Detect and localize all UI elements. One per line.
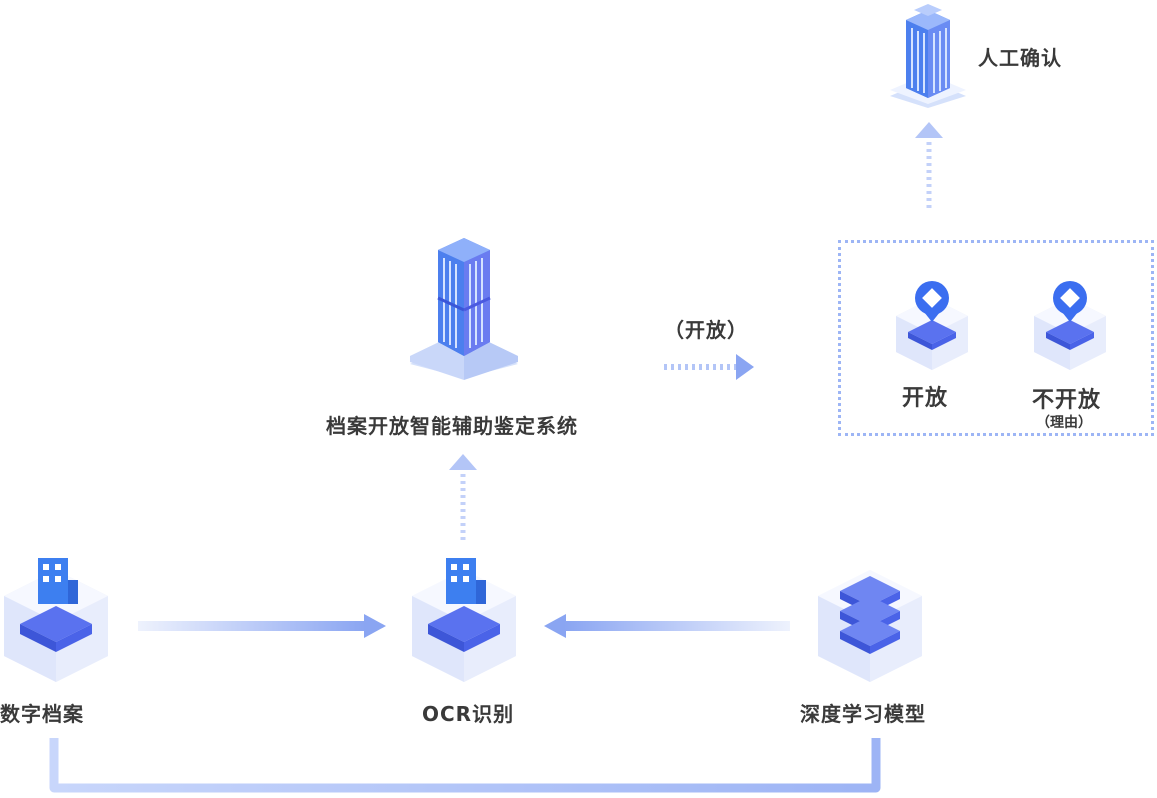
system-node <box>406 234 522 380</box>
decision-box <box>838 240 1154 436</box>
arrow-archive-to-ocr <box>138 614 386 638</box>
office-building-icon <box>890 4 966 108</box>
ocr-label: OCR识别 <box>422 702 515 726</box>
arrow-decision-to-confirm <box>915 122 943 212</box>
database-icon <box>818 570 922 682</box>
deep-learning-label: 深度学习模型 <box>800 702 926 726</box>
system-label: 档案开放智能辅助鉴定系统 <box>326 414 578 438</box>
digital-archive-node <box>0 550 112 685</box>
digital-archive-label: 数字档案 <box>0 702 84 726</box>
bottom-connector-line <box>49 738 881 793</box>
not-open-option-node <box>1032 278 1108 372</box>
ocr-node <box>408 550 520 685</box>
not-open-option-icon <box>1034 281 1106 370</box>
arrow-system-to-decision <box>664 354 754 380</box>
not-open-option-label: 不开放 <box>1032 388 1102 413</box>
manual-confirm-label: 人工确认 <box>978 46 1062 70</box>
arrow-ocr-to-system <box>449 454 477 544</box>
open-option-node <box>894 278 970 372</box>
manual-confirm-node <box>888 2 968 110</box>
deep-learning-node <box>814 560 926 685</box>
open-option-icon <box>896 281 968 370</box>
reason-label: （理由） <box>1036 415 1092 431</box>
digital-archive-icon <box>4 558 108 682</box>
arrow-model-to-ocr <box>544 614 790 638</box>
building-icon <box>410 238 518 380</box>
open-arrow-label: （开放） <box>664 318 748 342</box>
open-option-label: 开放 <box>902 386 949 411</box>
ocr-icon <box>412 558 516 682</box>
